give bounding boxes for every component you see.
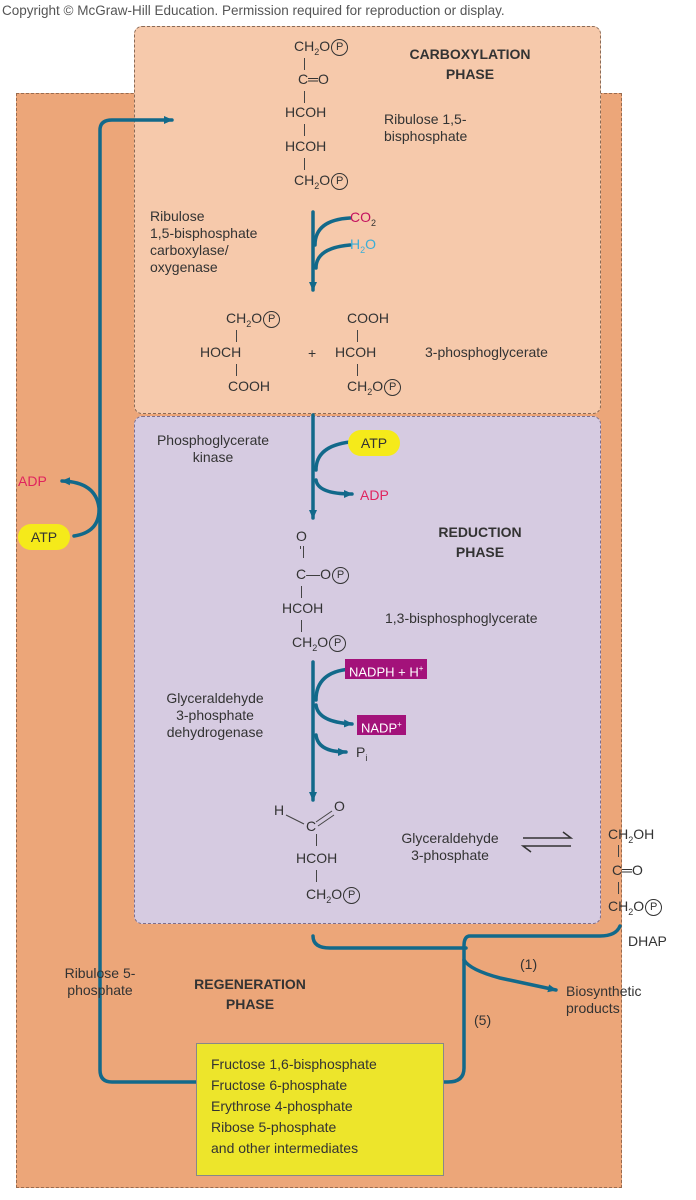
step-5-label: (5) [474,1012,492,1028]
carboxylation-phase-title: CARBOXYLATION PHASE [409,46,531,82]
ribulose-5-phosphate-label: Ribulose 5- phosphate [64,965,136,998]
phosphate-icon: P [645,898,663,916]
phosphoglycerate-kinase-label: Phosphoglycerate kinase [156,432,270,465]
regeneration-phase-title: REGENERATION PHASE [194,976,306,1012]
intermediates-box: Fructose 1,6-bisphosphate Fructose 6-pho… [196,1043,444,1176]
phosphate-icon: P [332,566,349,584]
nadp-box: NADP+ [357,715,406,735]
bisphosphoglycerate-label: 1,3-bisphosphoglycerate [385,610,538,626]
intermediate-item: Fructose 6-phosphate [211,1077,348,1093]
dhap-label: DHAP [628,933,667,949]
h2o-label: H2O [350,236,377,255]
left-adp-label: ADP [18,473,47,489]
rubisco-label: Ribulose 1,5-bisphosphate carboxylase/ o… [150,208,258,275]
plus-sign: + [308,345,317,361]
intermediate-item: Ribose 5-phosphate [211,1119,337,1135]
co2-label: CO2 [350,209,377,228]
phosphate-icon: P [263,310,281,328]
step-1-label: (1) [520,956,538,972]
biosynthetic-products-label: Biosynthetic products [566,983,642,1016]
3-phosphoglycerate-label: 3-phosphoglycerate [425,344,548,360]
phosphate-icon: P [343,886,361,904]
pi-label: Pi [356,744,368,763]
intermediate-item: Erythrose 4-phosphate [211,1098,353,1114]
phosphate-icon: P [384,378,402,396]
adp-label: ADP [360,487,389,503]
ribulose-bisphosphate-label: Ribulose 1,5- bisphosphate [384,111,468,144]
phosphate-icon: P [331,38,349,56]
nadph-box: NADPH + H+ [345,659,428,679]
reduction-phase-title: REDUCTION PHASE [438,524,522,560]
phosphate-icon: P [329,634,347,652]
intermediate-item: and other intermediates [211,1140,359,1156]
g3p-label: Glyceraldehyde 3-phosphate [401,830,499,863]
phosphate-icon: P [331,172,349,190]
left-atp-pill: ATP [18,524,70,550]
carboxylation-phase-region [134,26,601,414]
copyright-notice: Copyright © McGraw-Hill Education. Permi… [2,3,505,18]
atp-pill: ATP [348,430,400,456]
intermediate-item: Fructose 1,6-bisphosphate [211,1056,377,1072]
g3p-dehydrogenase-label: Glyceraldehyde 3-phosphate dehydrogenase [166,690,264,740]
